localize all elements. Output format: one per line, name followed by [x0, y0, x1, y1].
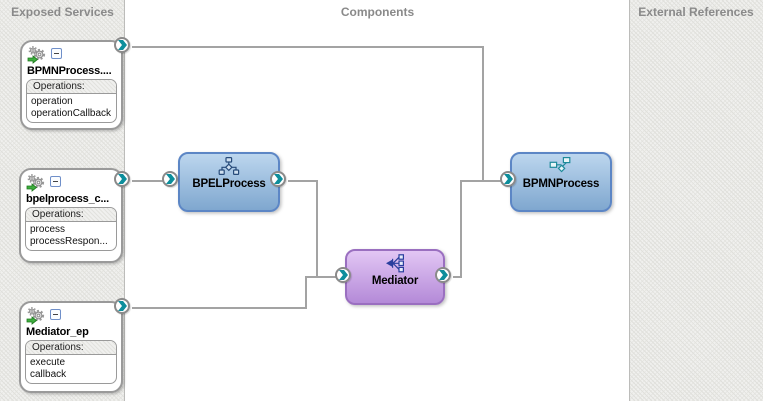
wire-mediator-ep-to-mediator-v[interactable] [305, 276, 307, 309]
teal-chevron-endpoint-icon[interactable] [162, 171, 178, 187]
wire-bpmnprocess-ep-to-bpmnprocess-h[interactable] [132, 46, 482, 48]
component-bpmnprocess[interactable]: BPMNProcess [510, 152, 612, 212]
wire-bpmnprocess-ep-to-bpmnprocess-v[interactable] [482, 46, 484, 182]
teal-chevron-endpoint-icon[interactable] [435, 267, 451, 283]
teal-chevron-endpoint-icon[interactable] [114, 37, 130, 53]
operations-header: Operations: [26, 341, 116, 355]
wire-mediator-to-bpmnprocess-v[interactable] [460, 180, 462, 278]
exposed-service-bpelprocess-client[interactable]: bpelprocess_c... Operations: process pro… [19, 168, 123, 263]
component-name: BPMNProcess [522, 178, 600, 190]
component-mediator[interactable]: Mediator [345, 249, 445, 305]
teal-chevron-endpoint-icon[interactable] [270, 171, 286, 187]
operations-panel: Operations: operation operationCallback [26, 79, 117, 123]
operations-panel: Operations: execute callback [25, 340, 117, 384]
minus-collapse-icon[interactable] [50, 309, 61, 320]
component-name: BPELProcess [192, 178, 266, 190]
web-service-gear-icon [26, 173, 46, 198]
service-name: bpelprocess_c... [26, 193, 110, 205]
teal-chevron-endpoint-icon[interactable] [114, 298, 130, 314]
service-name: Mediator_ep [26, 326, 89, 338]
bpel-process-icon [180, 157, 278, 177]
web-service-gear-icon [27, 45, 47, 70]
teal-chevron-endpoint-icon[interactable] [335, 267, 351, 283]
component-name: Mediator [371, 275, 419, 287]
mediator-icon [347, 254, 443, 274]
wire-bpelprocess-out-h[interactable] [288, 180, 318, 182]
wire-bpelprocess-to-mediator-v[interactable] [316, 180, 318, 277]
minus-collapse-icon[interactable] [50, 176, 61, 187]
wire-into-mediator-h[interactable] [305, 276, 337, 278]
wire-bpelprocess-ep-to-bpelprocess[interactable] [132, 180, 170, 182]
operations-panel: Operations: process processRespon... [25, 207, 117, 251]
minus-collapse-icon[interactable] [51, 48, 62, 59]
operations-header: Operations: [26, 208, 116, 222]
exposed-services-lane-title: Exposed Services [11, 5, 114, 19]
wire-mediator-out-h[interactable] [453, 276, 462, 278]
external-references-lane-title: External References [638, 5, 754, 19]
wire-into-bpmnprocess-h[interactable] [460, 180, 502, 182]
teal-chevron-endpoint-icon[interactable] [500, 171, 516, 187]
operations-header: Operations: [27, 80, 116, 94]
operation-item[interactable]: operationCallback [31, 107, 112, 119]
exposed-service-bpmnprocess-ep[interactable]: BPMNProcess.... Operations: operation op… [20, 40, 123, 130]
operation-item[interactable]: operation [31, 96, 73, 107]
operation-item[interactable]: processRespon... [30, 235, 108, 247]
web-service-gear-icon [26, 306, 46, 331]
operation-item[interactable]: callback [30, 368, 67, 380]
component-bpelprocess[interactable]: BPELProcess [178, 152, 280, 212]
external-references-lane [629, 0, 763, 401]
operation-item[interactable]: process [30, 224, 66, 235]
teal-chevron-endpoint-icon[interactable] [114, 171, 130, 187]
bpmn-process-icon [512, 157, 610, 177]
service-name: BPMNProcess.... [27, 65, 112, 77]
exposed-service-mediator-ep[interactable]: Mediator_ep Operations: execute callback [19, 301, 123, 393]
operation-item[interactable]: execute [30, 357, 66, 368]
wire-mediator-ep-to-mediator-h[interactable] [132, 307, 307, 309]
components-lane-title: Components [340, 5, 415, 19]
